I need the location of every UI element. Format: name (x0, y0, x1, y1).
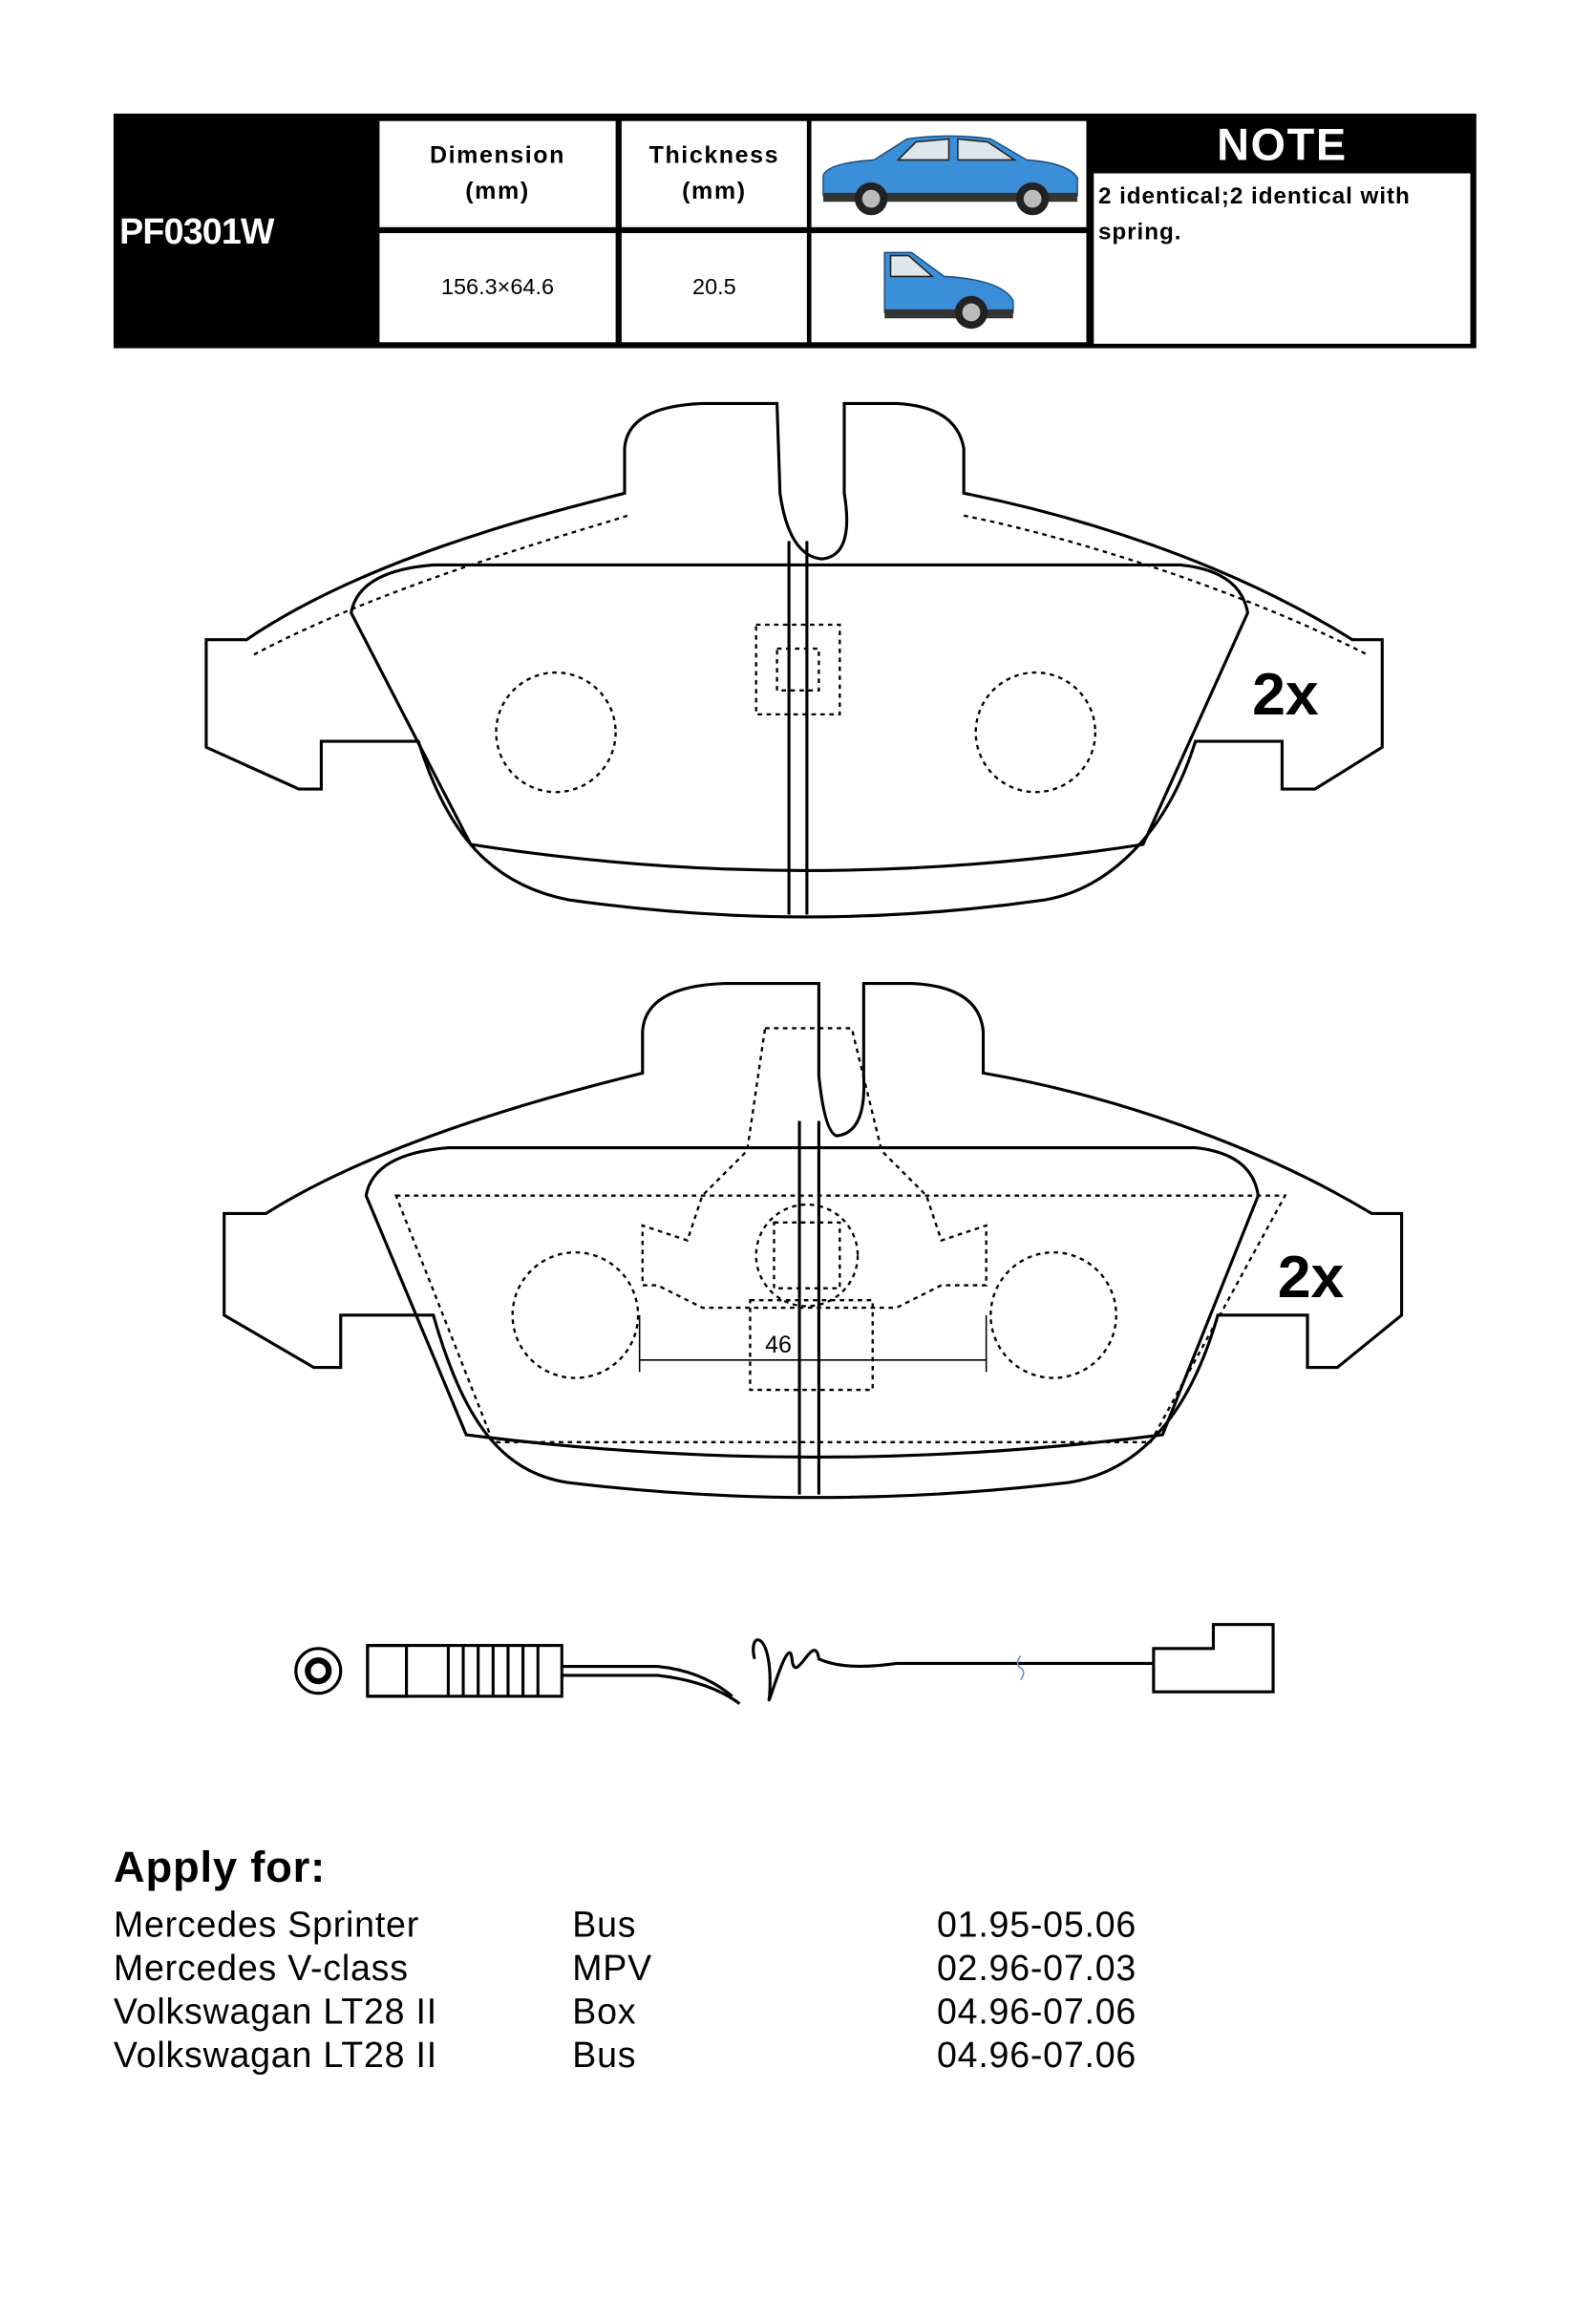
pad2-quantity: 2x (1278, 1244, 1345, 1311)
application-row: Mercedes Sprinter Bus 01.95-05.06 (114, 1906, 1309, 1949)
type: MPV (572, 1949, 652, 1990)
break-mark-icon (1016, 1655, 1025, 1681)
apply-title: Apply for: (113, 1844, 326, 1892)
model: Volkswagan LT28 II (113, 1992, 437, 2033)
model: Mercedes V-class (113, 1949, 409, 1990)
brake-pad-1 (204, 401, 1384, 919)
product-code: PF0301W (119, 212, 274, 253)
car-front-image (811, 120, 1087, 227)
thickness-header: Thickness (mm) (621, 120, 807, 227)
thickness-value: 20.5 (621, 233, 807, 343)
sedan-half-icon (883, 250, 1014, 329)
spec-table: PF0301W Dimension (mm) Thickness (mm) 15… (113, 113, 1476, 349)
application-row: Volkswagan LT28 II Box 04.96-07.06 (114, 1993, 1309, 2036)
application-row: Volkswagan LT28 II Bus 04.96-07.06 (114, 2036, 1309, 2079)
dimension-header: Dimension (mm) (379, 120, 616, 227)
years: 01.95-05.06 (937, 1905, 1137, 1947)
type: Bus (572, 2035, 637, 2077)
car-rear-image (811, 233, 1087, 343)
dimension-value: 156.3×64.6 (379, 233, 616, 343)
years: 04.96-07.06 (937, 1992, 1137, 2033)
type: Bus (572, 1905, 637, 1947)
dimension-label: Dimension (429, 142, 566, 169)
years: 04.96-07.06 (937, 2035, 1137, 2077)
pad1-quantity: 2x (1252, 661, 1319, 728)
application-row: Mercedes V-class MPV 02.96-07.03 (114, 1949, 1309, 1992)
note-title: NOTE (1217, 120, 1348, 171)
sedan-icon (822, 134, 1078, 215)
years: 02.96-07.03 (937, 1949, 1137, 1990)
pad2-dimension-label: 46 (765, 1332, 792, 1358)
dimension-unit: (mm) (465, 178, 530, 204)
brake-pad-2 (223, 981, 1404, 1500)
wear-sensor (294, 1623, 1275, 1705)
thickness-label: Thickness (648, 142, 780, 169)
model: Volkswagan LT28 II (113, 2035, 437, 2077)
thickness-unit: (mm) (682, 178, 747, 204)
note-text: 2 identical;2 identical with spring. (1094, 173, 1471, 344)
model: Mercedes Sprinter (113, 1905, 419, 1947)
type: Box (572, 1992, 637, 2033)
